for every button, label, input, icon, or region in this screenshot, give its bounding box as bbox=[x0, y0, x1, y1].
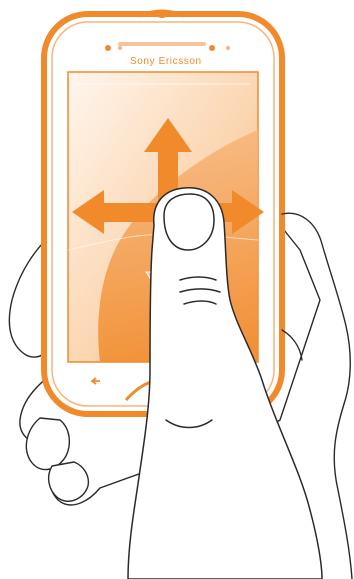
power-button bbox=[156, 10, 168, 18]
proximity-sensor-icon bbox=[209, 45, 215, 51]
front-camera-icon bbox=[105, 45, 111, 51]
speaker-grille bbox=[118, 42, 206, 46]
brand-label: Sony Ericsson bbox=[130, 56, 202, 67]
